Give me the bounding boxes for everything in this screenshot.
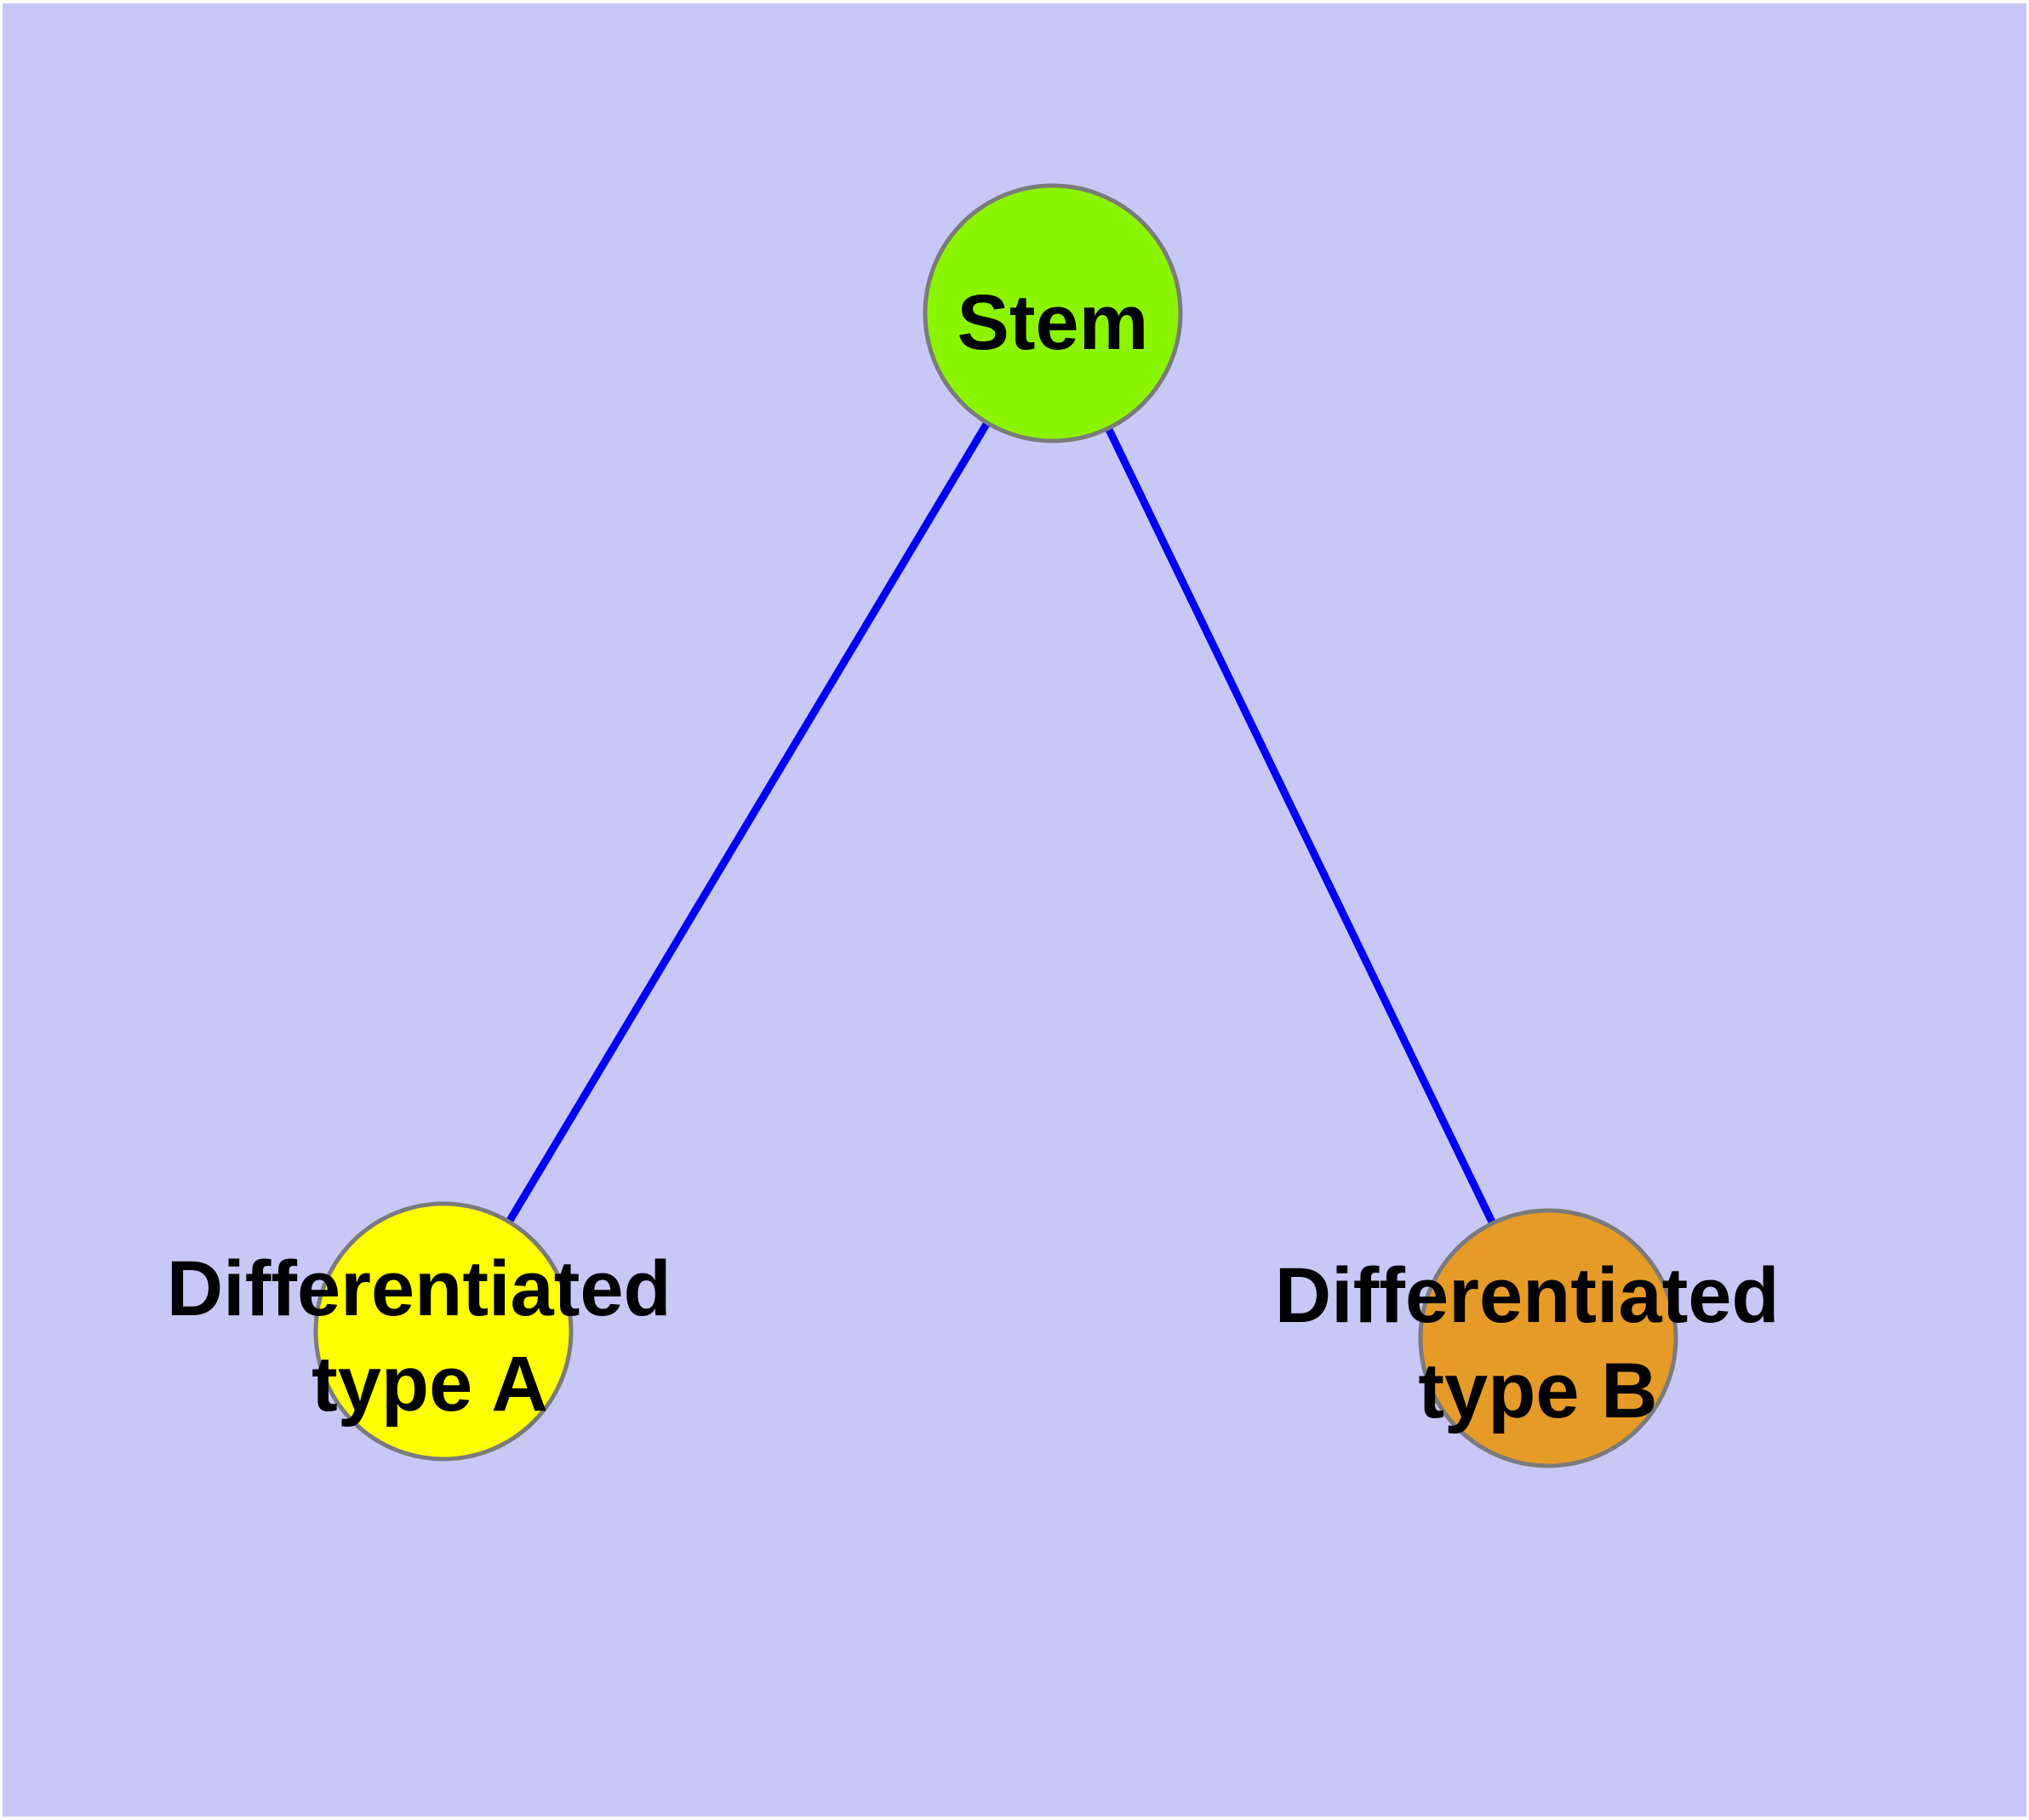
node-type-b-label: Differentiated type B (1275, 1252, 1802, 1434)
edge-stem-to-type-a (440, 311, 1056, 1334)
node-type-b-circle (1418, 1208, 1678, 1468)
node-type-a-label-line2: type A (311, 1341, 548, 1428)
node-type-a-circle (313, 1201, 574, 1462)
node-stem-circle (923, 183, 1183, 444)
node-type-a-label: Differentiated type A (167, 1245, 694, 1428)
node-type-b-label-line2: type B (1418, 1348, 1657, 1434)
node-type-a-label-line1: Differentiated (167, 1245, 672, 1332)
edge-stem-to-type-b (1049, 312, 1552, 1340)
node-type-b-label-line1: Differentiated (1275, 1252, 1780, 1339)
node-stem-label: Stem (957, 279, 1149, 366)
